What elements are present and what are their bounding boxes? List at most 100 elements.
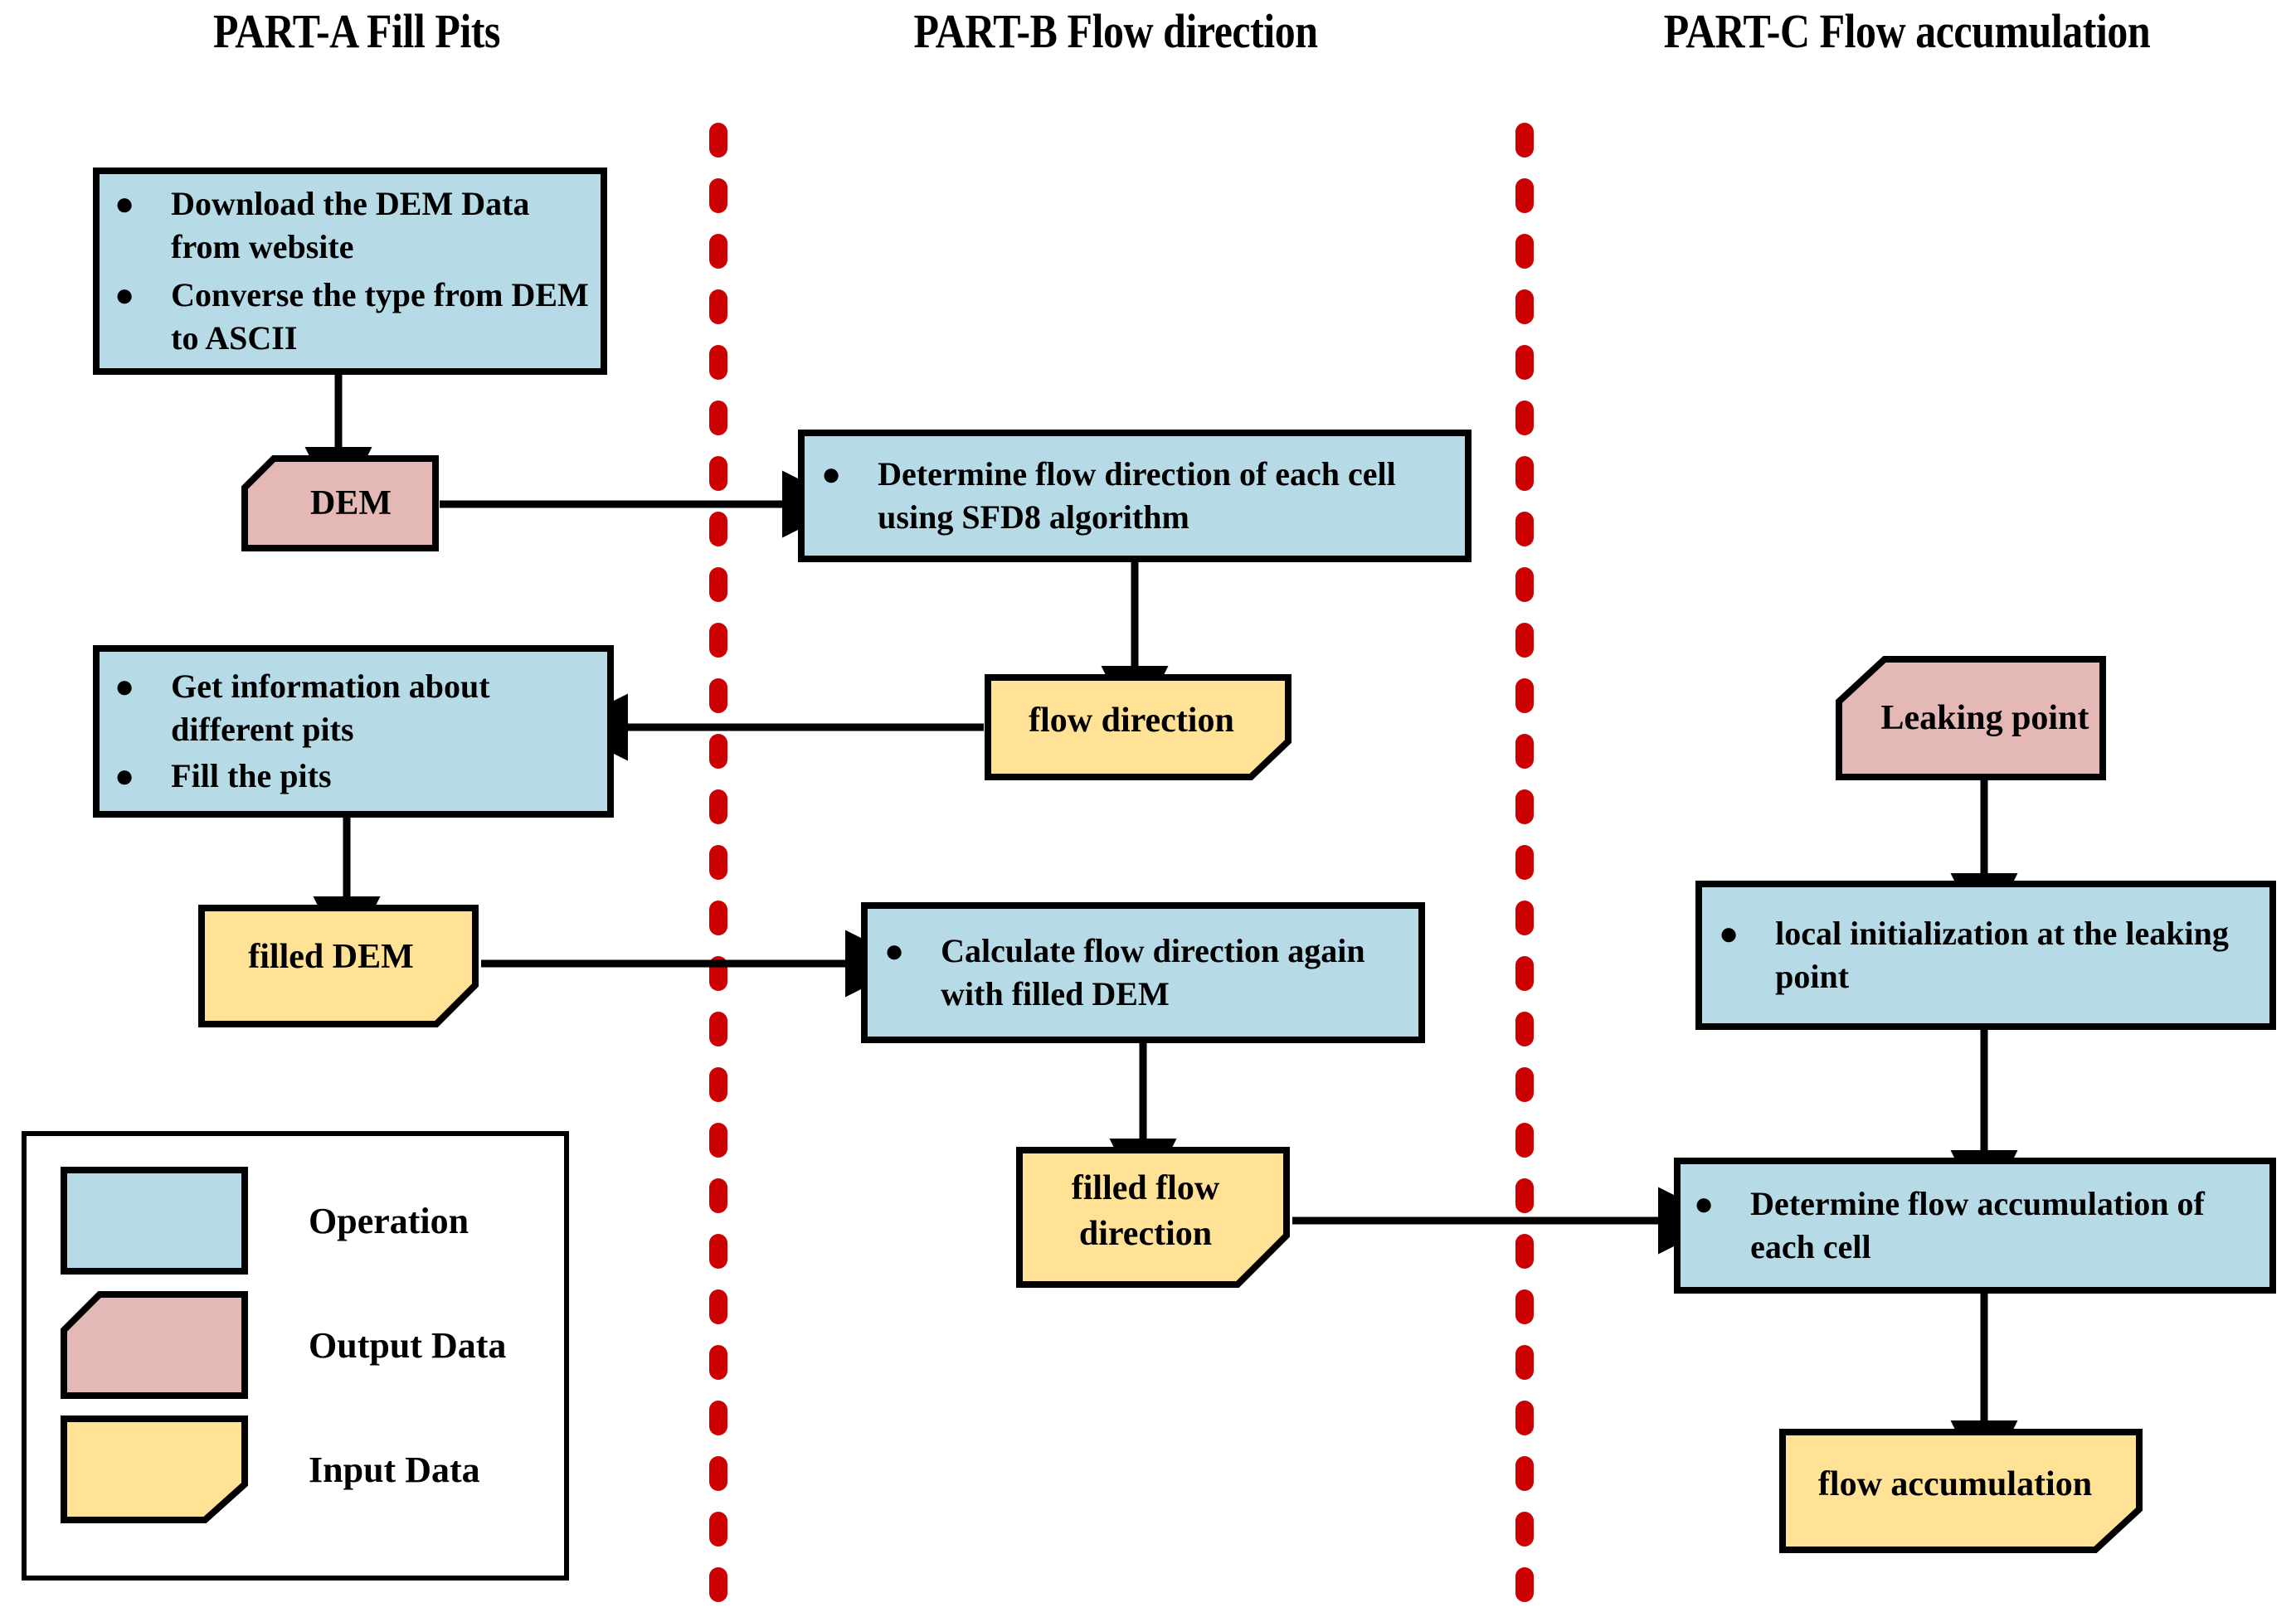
divider-dash — [709, 289, 727, 324]
divider-dash — [1515, 845, 1534, 880]
divider-dash — [1515, 1567, 1534, 1602]
column-header-part-c: PART-C Flow accumulation — [1663, 4, 2151, 58]
bullet-glyph: ● — [821, 455, 842, 493]
divider-dash — [709, 1012, 727, 1046]
divider-dash — [1515, 1178, 1534, 1213]
divider-dash — [1515, 1067, 1534, 1102]
legend-label-input-data: Input Data — [309, 1449, 480, 1490]
legend-item-output-data: Output Data — [60, 1290, 557, 1400]
bullet-glyph: ● — [114, 668, 135, 705]
node-calculate-flow-direction-again[interactable]: ● Calculate flow direction again with fi… — [861, 902, 1425, 1043]
divider-dash — [709, 178, 727, 213]
node-text: Converse the type from DEM to ASCII — [171, 276, 589, 357]
legend-label-operation: Operation — [309, 1200, 469, 1241]
divider-dash — [709, 234, 727, 269]
divider-dash — [709, 901, 727, 935]
divider-dash — [709, 1067, 727, 1102]
divider-dash — [709, 1512, 727, 1547]
divider-dash — [709, 1401, 727, 1435]
node-dem[interactable]: DEM — [241, 454, 440, 552]
divider-dash — [709, 789, 727, 824]
node-filled-dem[interactable]: filled DEM — [197, 904, 479, 1028]
column-header-part-a: PART-A Fill Pits — [212, 4, 501, 58]
divider-dash — [1515, 678, 1534, 713]
divider-dash — [1515, 956, 1534, 991]
node-text: local initialization at the leaking poin… — [1775, 915, 2229, 995]
legend-item-operation: Operation — [60, 1166, 557, 1275]
divider-dash — [1515, 1234, 1534, 1269]
divider-dash — [709, 1289, 727, 1324]
column-header-part-b: PART-B Flow direction — [913, 4, 1318, 58]
node-filled-flow-direction[interactable]: filled flow direction — [1015, 1146, 1291, 1289]
divider-dash — [709, 567, 727, 602]
legend-label-output-data: Output Data — [309, 1324, 507, 1366]
divider-dash — [709, 345, 727, 380]
divider-dash — [709, 845, 727, 880]
node-label: Leaking point — [1880, 698, 2089, 737]
legend-swatch-output-data — [60, 1290, 249, 1400]
node-label: filled DEM — [248, 937, 414, 976]
node-text: Get information about different pits — [171, 668, 490, 748]
divider-dash — [709, 1234, 727, 1269]
divider-dash — [709, 401, 727, 435]
divider-dash — [1515, 456, 1534, 491]
node-flow-accumulation[interactable]: flow accumulation — [1778, 1428, 2143, 1554]
node-flow-direction[interactable]: flow direction — [984, 673, 1292, 781]
node-label: DEM — [310, 483, 392, 522]
node-label: flow direction — [1029, 701, 1234, 740]
node-text: Determine flow direction of each cell us… — [878, 455, 1396, 536]
divider-dash — [1515, 345, 1534, 380]
divider-dash — [1515, 901, 1534, 935]
divider-part-b-part-c — [1515, 123, 1534, 1617]
legend-swatch-operation — [60, 1166, 249, 1275]
divider-dash — [1515, 123, 1534, 158]
divider-dash — [1515, 401, 1534, 435]
divider-dash — [709, 956, 727, 991]
divider-dash — [709, 1345, 727, 1380]
legend: Operation Output Data Input Data — [22, 1131, 569, 1581]
bullet-glyph: ● — [1694, 1185, 1715, 1222]
node-download-dem[interactable]: ● Download the DEM Data from website ● C… — [93, 168, 607, 375]
divider-dash — [709, 1178, 727, 1213]
node-local-initialization[interactable]: ● local initialization at the leaking po… — [1695, 881, 2276, 1030]
divider-dash — [1515, 178, 1534, 213]
divider-dash — [1515, 512, 1534, 546]
divider-dash — [1515, 1289, 1534, 1324]
node-determine-flow-direction[interactable]: ● Determine flow direction of each cell … — [798, 430, 1471, 562]
bullet-glyph: ● — [114, 276, 135, 313]
divider-dash — [1515, 734, 1534, 769]
node-text: Download the DEM Data from website — [171, 185, 530, 265]
bullet-glyph: ● — [1719, 915, 1739, 952]
divider-dash — [709, 456, 727, 491]
divider-dash — [709, 1123, 727, 1158]
node-label: filled flow direction — [1071, 1169, 1220, 1253]
bullet-glyph: ● — [114, 757, 135, 794]
divider-dash — [1515, 1512, 1534, 1547]
divider-dash — [1515, 1401, 1534, 1435]
node-text: Calculate flow direction again with fill… — [941, 932, 1365, 1012]
divider-dash — [709, 123, 727, 158]
legend-item-input-data: Input Data — [60, 1415, 557, 1524]
divider-dash — [709, 623, 727, 658]
divider-dash — [1515, 1123, 1534, 1158]
divider-dash — [1515, 234, 1534, 269]
divider-dash — [709, 512, 727, 546]
divider-dash — [709, 678, 727, 713]
divider-dash — [1515, 789, 1534, 824]
node-determine-flow-accumulation[interactable]: ● Determine flow accumulation of each ce… — [1674, 1158, 2276, 1294]
node-leaking-point[interactable]: Leaking point — [1835, 655, 2107, 781]
divider-dash — [1515, 289, 1534, 324]
divider-dash — [1515, 1456, 1534, 1491]
divider-part-a-part-b — [709, 123, 727, 1617]
bullet-glyph: ● — [114, 185, 135, 222]
node-get-info-pits[interactable]: ● Get information about different pits ●… — [93, 645, 614, 818]
divider-dash — [709, 1567, 727, 1602]
bullet-glyph: ● — [884, 932, 905, 969]
divider-dash — [709, 734, 727, 769]
divider-dash — [709, 1456, 727, 1491]
node-text: Fill the pits — [171, 757, 332, 794]
divider-dash — [1515, 1012, 1534, 1046]
divider-dash — [1515, 567, 1534, 602]
divider-dash — [1515, 623, 1534, 658]
